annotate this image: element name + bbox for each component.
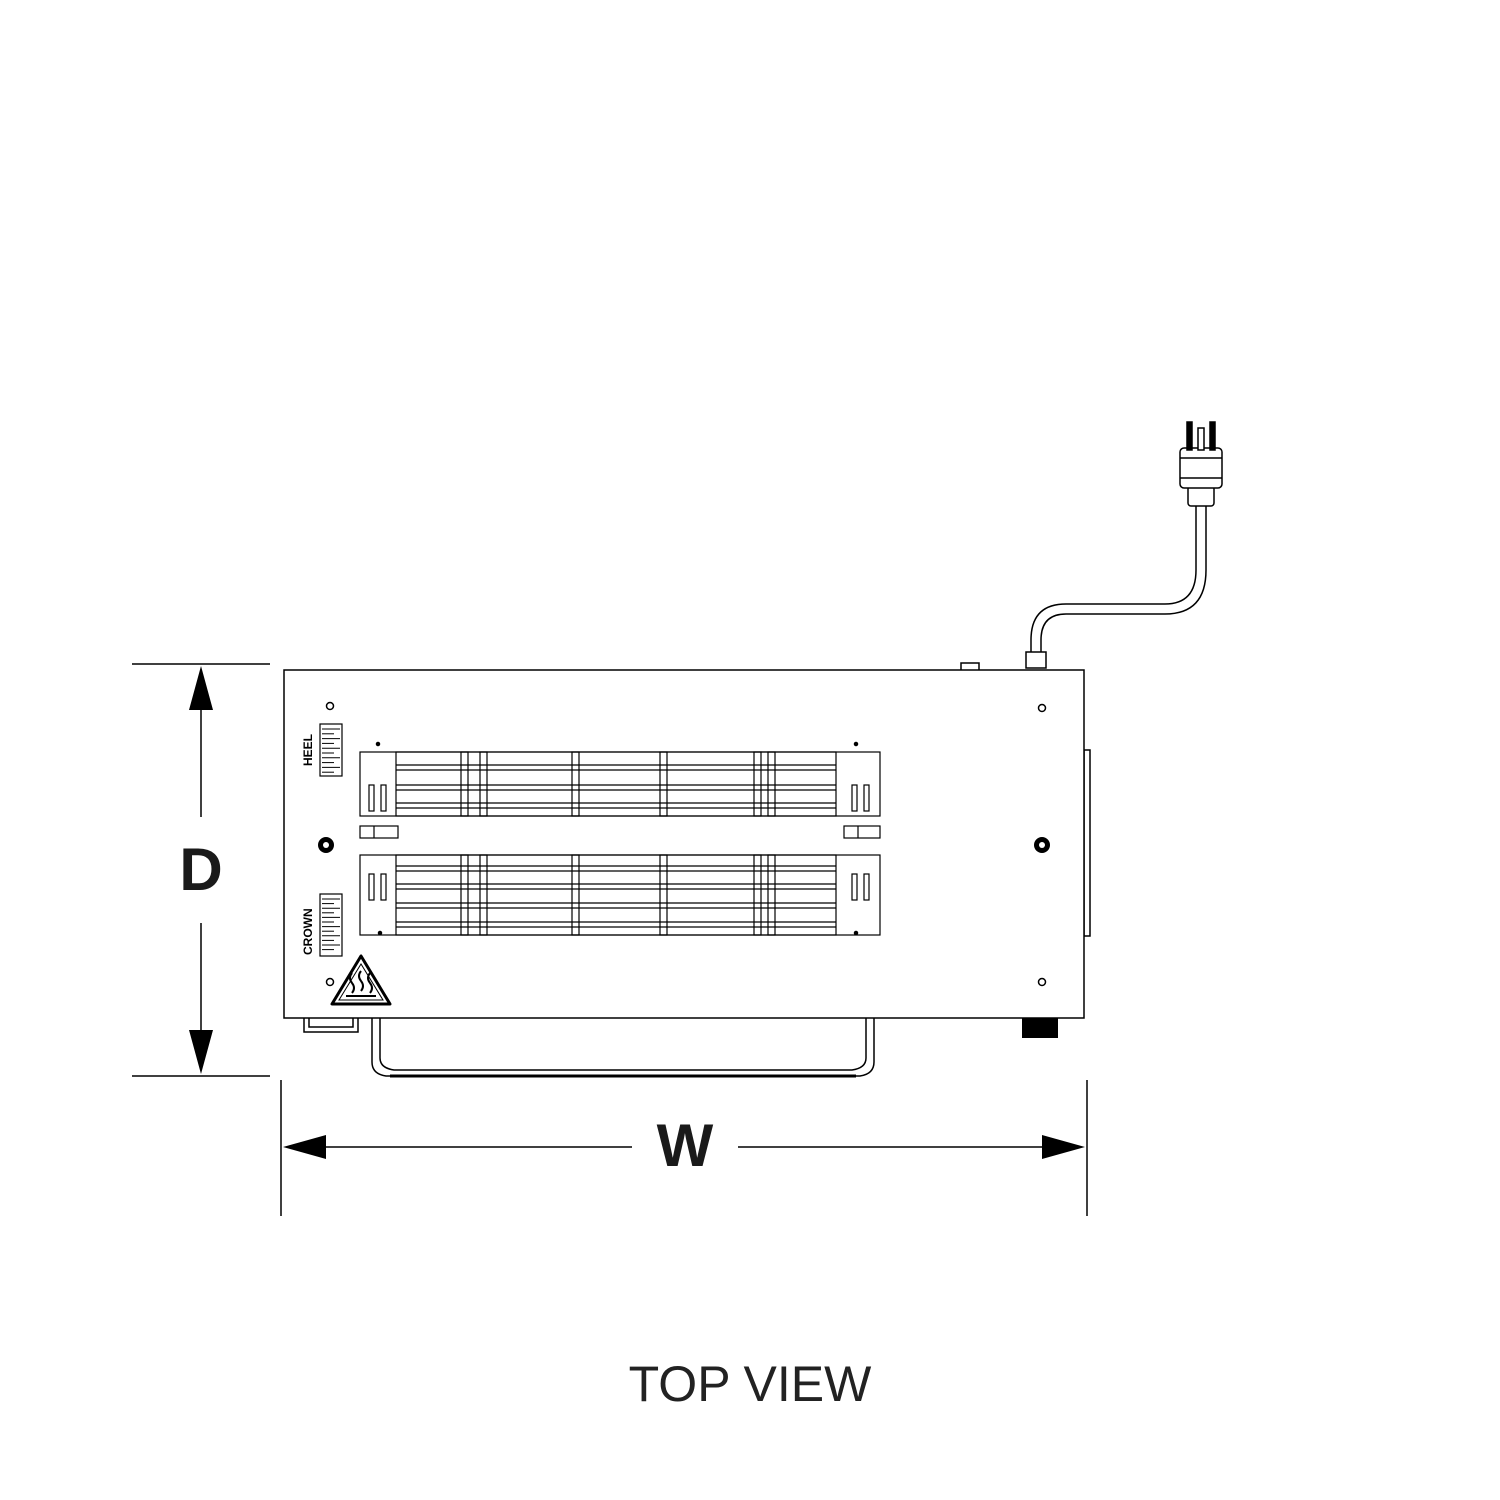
heating-slot-bottom — [359, 854, 881, 936]
power-cord — [1025, 505, 1207, 669]
front-handle — [303, 1018, 359, 1033]
housing-screws — [325, 701, 1047, 987]
width-label: W — [632, 1095, 738, 1197]
view-title: TOP VIEW — [628, 1356, 872, 1412]
heel-label: HEEL — [301, 734, 315, 766]
housing — [283, 669, 1091, 1019]
depth-label: D — [128, 817, 274, 923]
mounting-bolts — [318, 837, 1050, 853]
width-dimension — [280, 1080, 1088, 1216]
heating-slot-top — [359, 751, 881, 817]
power-plug-icon — [1179, 421, 1223, 507]
crown-gauge: CROWN — [301, 893, 343, 957]
crumb-tray — [371, 1018, 875, 1078]
hot-surface-warning-icon — [330, 954, 392, 1006]
control-knob — [1022, 1018, 1058, 1038]
crown-label: CROWN — [301, 908, 315, 955]
center-divider — [359, 825, 881, 839]
heel-gauge: HEEL — [301, 723, 343, 777]
